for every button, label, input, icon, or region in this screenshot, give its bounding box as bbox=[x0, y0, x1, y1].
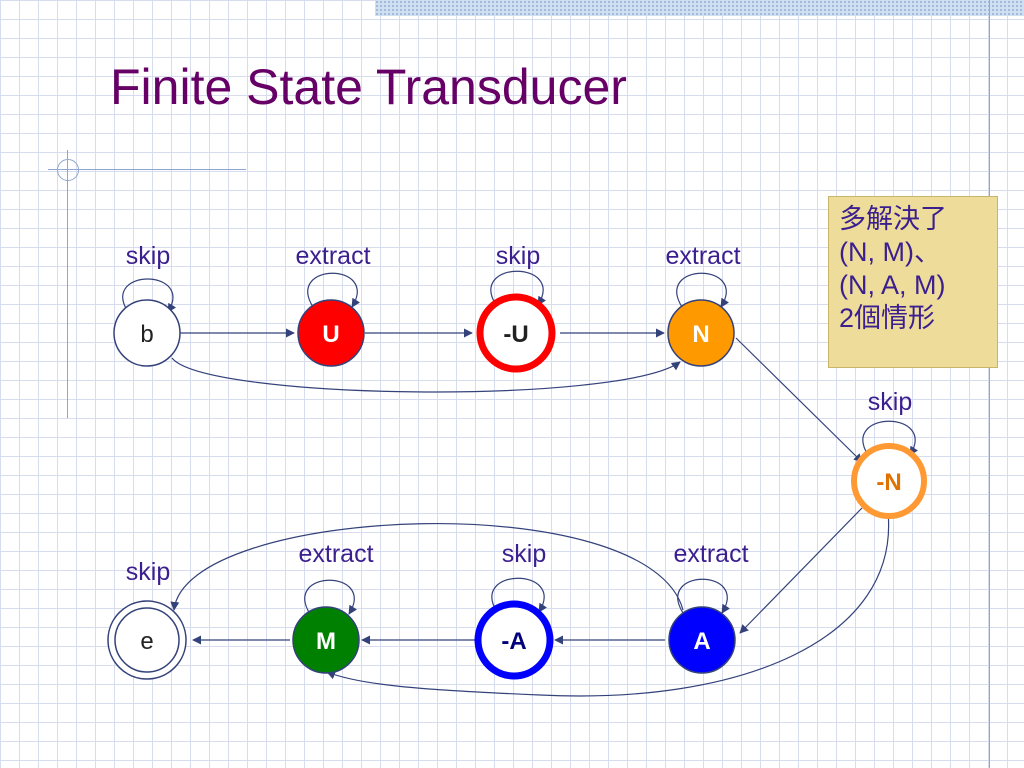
loop-label-not-A: skip bbox=[502, 540, 546, 568]
state-b-label: b bbox=[140, 321, 153, 348]
slide-title: Finite State Transducer bbox=[110, 59, 627, 115]
decorative-horizontal-line bbox=[48, 169, 246, 170]
note-line-1: 多解決了 bbox=[839, 204, 947, 234]
state-U: U bbox=[297, 299, 365, 367]
state-not-U: -U bbox=[476, 293, 556, 373]
state-not-N-label: -N bbox=[876, 469, 901, 496]
note-line-2: (N, M)、 bbox=[839, 237, 941, 267]
state-M-label: M bbox=[316, 628, 336, 655]
state-not-U-label: -U bbox=[503, 321, 528, 348]
state-A: A bbox=[668, 606, 736, 674]
state-b: b bbox=[113, 299, 181, 367]
loop-label-N: extract bbox=[665, 242, 740, 270]
state-U-label: U bbox=[322, 321, 339, 348]
loop-A bbox=[677, 578, 731, 614]
state-M: M bbox=[292, 606, 360, 674]
decorative-circle bbox=[57, 159, 79, 181]
state-N-label: N bbox=[692, 321, 709, 348]
edge-nN-to-M bbox=[326, 511, 890, 697]
state-not-A: -A bbox=[474, 600, 554, 680]
note-line-4: 2個情形 bbox=[839, 303, 936, 333]
edge-b-to-N bbox=[171, 357, 681, 393]
loop-M bbox=[304, 579, 358, 615]
decorative-vertical-line-right bbox=[989, 0, 990, 768]
loop-nU bbox=[490, 270, 547, 306]
loop-b bbox=[122, 278, 177, 313]
edge-N-to-nN bbox=[735, 337, 863, 463]
loop-label-not-U: skip bbox=[496, 242, 540, 270]
state-e-final: e bbox=[107, 600, 187, 680]
state-not-A-label: -A bbox=[501, 628, 526, 655]
edge-nN-to-A bbox=[739, 507, 863, 634]
state-not-N: -N bbox=[851, 443, 927, 519]
note-line-3: (N, A, M) bbox=[839, 270, 946, 300]
loop-label-b: skip bbox=[126, 242, 170, 270]
loop-label-e: skip bbox=[126, 558, 170, 586]
loop-U bbox=[307, 272, 361, 308]
state-e-label: e bbox=[140, 628, 153, 655]
note-box: 多解決了 (N, M)、 (N, A, M) 2個情形 bbox=[828, 196, 998, 368]
state-N: N bbox=[667, 299, 735, 367]
edge-A-to-e bbox=[170, 522, 684, 611]
loop-nA bbox=[491, 577, 548, 613]
loop-label-A: extract bbox=[673, 540, 748, 568]
loop-nN bbox=[862, 420, 919, 456]
loop-label-not-N: skip bbox=[868, 388, 912, 416]
decorative-vertical-line-left bbox=[67, 150, 68, 418]
loop-label-U: extract bbox=[295, 242, 370, 270]
loop-N bbox=[676, 272, 730, 308]
state-A-label: A bbox=[693, 628, 710, 655]
loop-label-M: extract bbox=[298, 540, 373, 568]
top-decorative-band bbox=[375, 0, 1024, 16]
